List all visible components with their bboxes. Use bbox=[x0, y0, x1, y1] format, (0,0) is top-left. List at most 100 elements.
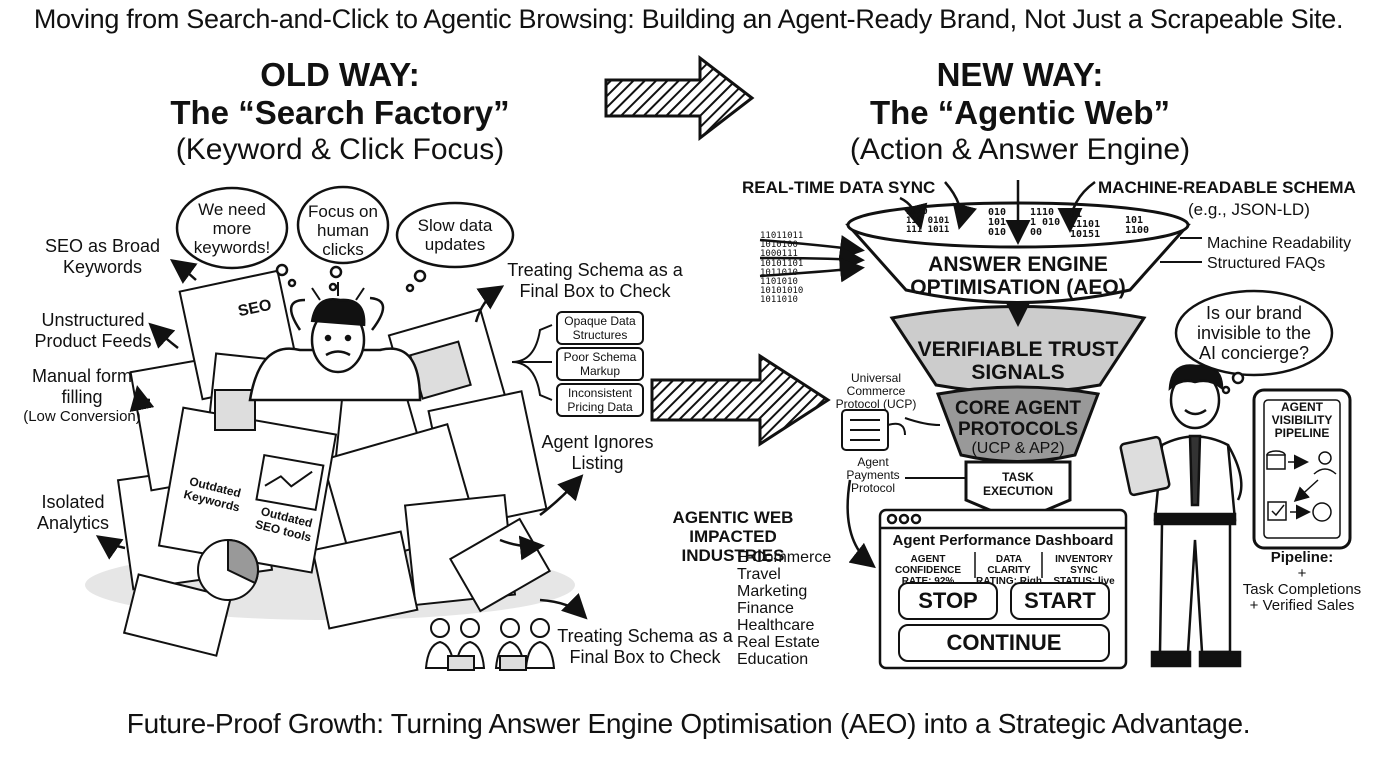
metric-value: RATING: Righ bbox=[976, 576, 1042, 587]
binary-line: 1011010 bbox=[760, 295, 798, 306]
thought-bubble-new bbox=[1174, 289, 1334, 395]
binary-line: 10151 bbox=[1070, 229, 1101, 240]
binary-line: 10101010 bbox=[760, 286, 804, 297]
metric-inventory-sync: INVENTORY SYNC STATUS: live bbox=[1043, 554, 1125, 587]
old-way-label: OLD WAY: bbox=[260, 56, 420, 93]
metric-value: STATUS: live bbox=[1053, 576, 1115, 587]
thought-bubbles-old bbox=[175, 185, 515, 293]
binary-line: 1010100 bbox=[760, 240, 798, 251]
metric-label: INVENTORY SYNC bbox=[1055, 554, 1113, 576]
binary-line: 1100 bbox=[1125, 225, 1150, 236]
footer-tagline: Future-Proof Growth: Turning Answer Engi… bbox=[126, 708, 1251, 739]
list-item: Real Estate bbox=[737, 634, 820, 651]
binary-line: 1 010 bbox=[1030, 217, 1061, 228]
list-item: Healthcare bbox=[737, 617, 815, 634]
funnel-core-sub: (UCP & AP2) bbox=[971, 440, 1065, 457]
new-way-subtitle: (Action & Answer Engine) bbox=[849, 133, 1191, 166]
label-seo-keywords: SEO as Broad Keywords bbox=[44, 236, 161, 277]
funnel-trust: VERIFIABLE TRUST SIGNALS bbox=[917, 338, 1119, 384]
pipeline-tablet bbox=[1252, 388, 1352, 550]
label-schema-box-top: Treating Schema as a Final Box to Check bbox=[507, 260, 683, 301]
list-item: E-Commerce bbox=[737, 549, 832, 566]
label-manual-form: Manual form filling (Low Conversion) bbox=[14, 366, 150, 425]
funnel-aeo: ANSWER ENGINE OPTIMISATION (AEO) bbox=[910, 253, 1126, 299]
old-way-subtitle: (Keyword & Click Focus) bbox=[175, 133, 505, 166]
businessman bbox=[1119, 364, 1243, 668]
industries-list: E-Commerce Travel Marketing Finance Heal… bbox=[737, 549, 831, 668]
metric-data-clarity: DATA CLARITY RATING: Righ bbox=[976, 554, 1042, 587]
page-title: Moving from Search-and-Click to Agentic … bbox=[33, 4, 1344, 34]
binary-stream-4: 01 11101 10151 bbox=[1070, 210, 1100, 240]
new-way-header: NEW WAY: The “Agentic Web” (Action & Ans… bbox=[820, 56, 1220, 168]
funnel-task-execution: TASK EXECUTION bbox=[982, 470, 1053, 498]
issue-inconsistent-pricing: Inconsistent Pricing Data bbox=[567, 386, 633, 414]
metric-agent-confidence: AGENT CONFIDENCE RATE: 92% bbox=[882, 554, 974, 587]
binary-line: 11011011 bbox=[760, 231, 804, 241]
label-payments-protocol: Agent Payments Protocol bbox=[846, 455, 900, 495]
bubble-slow-data: Slow data updates bbox=[417, 216, 493, 254]
metric-value: RATE: 92% bbox=[882, 576, 974, 587]
binary-line: 010 bbox=[988, 227, 1007, 238]
old-way-title: The “Search Factory” bbox=[170, 94, 510, 131]
binary-line: 1110 bbox=[1030, 207, 1055, 218]
binary-line: 1010 bbox=[906, 207, 928, 217]
label-schema-box-bottom: Treating Schema as a Final Box to Check bbox=[557, 626, 733, 667]
binary-line: 101 bbox=[988, 217, 1007, 228]
binary-line: 101 bbox=[1125, 215, 1144, 226]
team-icon bbox=[424, 618, 556, 671]
binary-stream-2: 010 101 010 bbox=[988, 208, 1006, 238]
issue-opaque-data: Opaque Data Structures bbox=[564, 314, 636, 342]
issue-brace bbox=[511, 311, 644, 417]
old-callout-arrows bbox=[95, 259, 588, 620]
pipeline-verified-sales: + Verified Sales bbox=[1249, 597, 1355, 614]
label-schema-example: (e.g., JSON-LD) bbox=[1188, 200, 1310, 219]
binary-line: 1101010 bbox=[760, 277, 798, 288]
list-item: Finance bbox=[737, 600, 794, 617]
industries-title: AGENTIC WEB IMPACTED INDUSTRIES bbox=[672, 508, 794, 565]
label-agent-ignores: Agent Ignores Listing bbox=[541, 432, 654, 473]
pipeline-caption: Pipeline: + Task Completions + Verified … bbox=[1230, 550, 1374, 614]
new-way-label: NEW WAY: bbox=[936, 56, 1104, 93]
label-isolated-analytics: Isolated Analytics bbox=[36, 492, 110, 533]
pipeline-plus: + bbox=[1297, 565, 1307, 582]
label-machine-readability: Machine Readability bbox=[1207, 235, 1352, 252]
funnel-core-title: CORE AGENT PROTOCOLS bbox=[955, 398, 1081, 440]
binary-line: 10101101 bbox=[760, 258, 804, 269]
binary-line: 00 bbox=[1030, 227, 1043, 238]
metric-label: DATA CLARITY bbox=[987, 554, 1031, 576]
label-ucp: Universal Commerce Protocol (UCP) bbox=[835, 371, 917, 411]
binary-stream-5: 101 1100 bbox=[1125, 216, 1149, 236]
pipeline-task-completions: Task Completions bbox=[1242, 581, 1362, 598]
binary-line: 01 bbox=[1070, 209, 1083, 220]
bubble-human-clicks: Focus on human clicks bbox=[308, 202, 378, 259]
pipeline-title: AGENT VISIBILITY PIPELINE bbox=[1271, 400, 1333, 440]
start-button[interactable]: START bbox=[1010, 582, 1110, 620]
bubble-more-keywords: We need more keywords! bbox=[193, 200, 271, 257]
binary-stream-3: 1110 1 010 00 bbox=[1030, 208, 1060, 238]
binary-line: 110 0101 bbox=[906, 216, 950, 226]
transition-arrow-top bbox=[604, 54, 755, 142]
protocol-doc-icon bbox=[841, 409, 906, 451]
list-item: Travel bbox=[737, 566, 781, 583]
funnel-core: CORE AGENT PROTOCOLS (UCP & AP2) bbox=[946, 398, 1090, 458]
list-item: Marketing bbox=[737, 583, 808, 600]
label-machine-schema: MACHINE-READABLE SCHEMA bbox=[1098, 178, 1356, 197]
stressed-person bbox=[248, 282, 422, 402]
old-way-header: OLD WAY: The “Search Factory” (Keyword &… bbox=[140, 56, 540, 168]
pipeline-label: Pipeline: bbox=[1270, 549, 1334, 566]
funnel-inputs bbox=[759, 180, 1096, 569]
list-item: Education bbox=[737, 651, 809, 668]
label-manual-form-sub: (Low Conversion) bbox=[23, 408, 141, 425]
transition-arrow-middle bbox=[650, 353, 831, 447]
label-unstructured-feeds: Unstructured Product Feeds bbox=[34, 310, 152, 351]
issue-poor-schema: Poor Schema Markup bbox=[563, 350, 637, 378]
document-pile bbox=[85, 269, 575, 657]
binary-stream-1: 1010 110 0101 111 1011 bbox=[906, 208, 949, 235]
binary-line: 111 1011 bbox=[906, 225, 950, 235]
binary-line: 1011010 bbox=[760, 267, 798, 278]
label-realtime-sync: REAL-TIME DATA SYNC bbox=[742, 178, 936, 197]
stop-button[interactable]: STOP bbox=[898, 582, 998, 620]
continue-button[interactable]: CONTINUE bbox=[898, 624, 1110, 662]
binary-side-stream: 11011011 1010100 1000111 10101101 101101… bbox=[760, 231, 804, 306]
